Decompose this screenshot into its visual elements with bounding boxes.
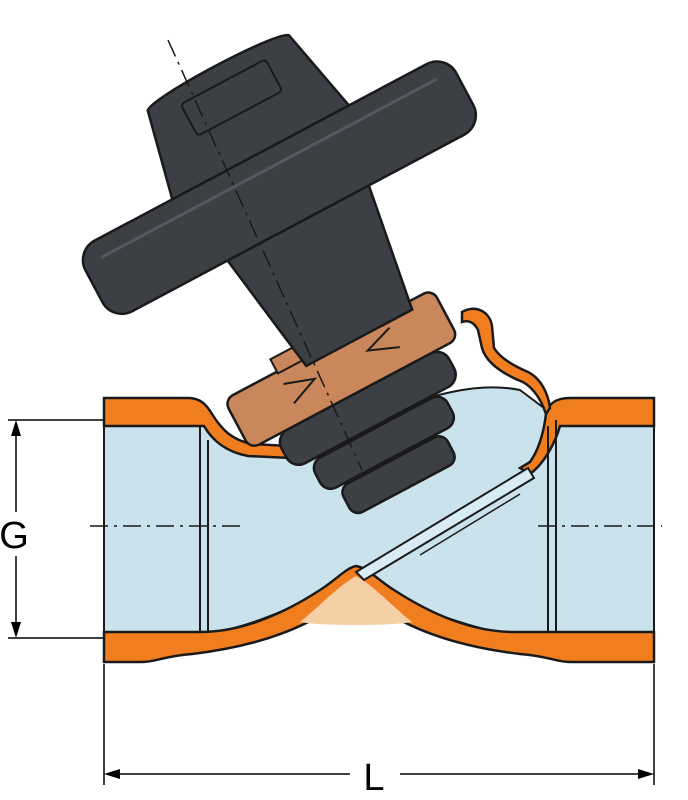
dimension-l: L	[103, 664, 655, 799]
l-arrow-left	[104, 769, 120, 779]
l-label: L	[363, 757, 384, 799]
valve-body	[102, 307, 656, 664]
spindle-housing	[278, 350, 457, 515]
g-arrow-bottom	[11, 622, 21, 638]
dimension-g: G	[0, 419, 104, 639]
l-arrow-right	[638, 769, 654, 779]
handwheel	[81, 34, 478, 368]
g-label: G	[0, 515, 29, 557]
g-arrow-top	[11, 420, 21, 436]
center-lines	[90, 39, 662, 527]
valve-disc	[354, 466, 536, 582]
